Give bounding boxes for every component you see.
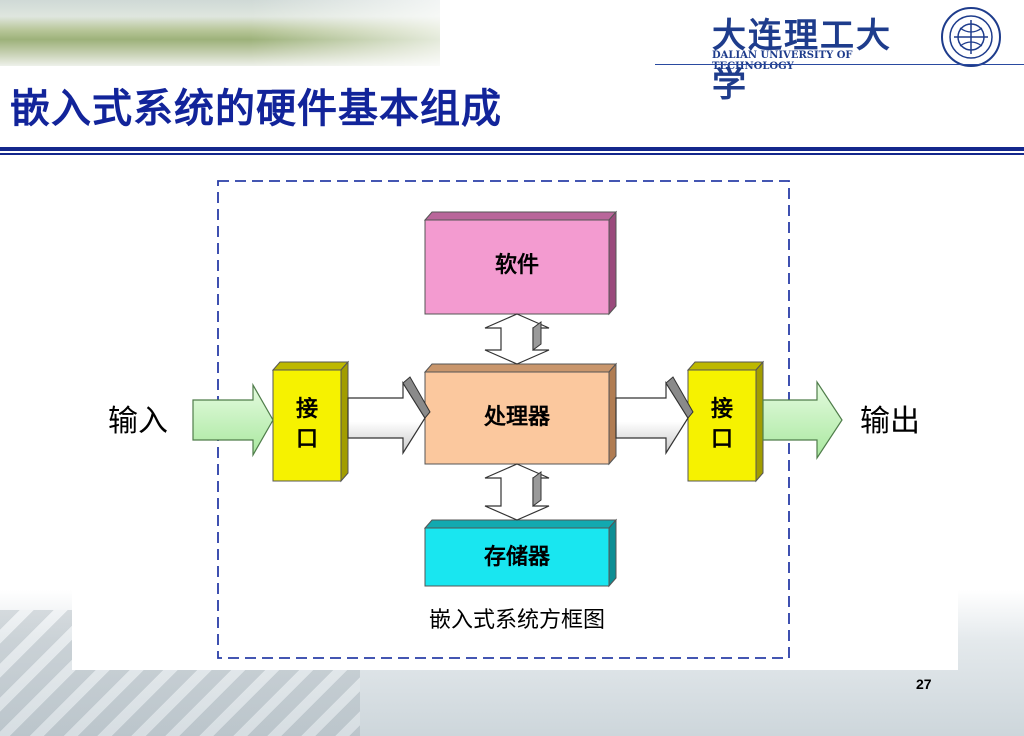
university-name-cn: 大连理工大学 bbox=[712, 16, 892, 105]
interface-left-char1: 接 bbox=[296, 396, 318, 422]
university-logo: 大连理工大学 DALIAN UNIVERSITY OF TECHNOLOGY bbox=[712, 6, 1002, 105]
interface-right-char1: 接 bbox=[711, 396, 733, 422]
interface-right-char2: 口 bbox=[711, 426, 733, 452]
title-rule-thin bbox=[0, 153, 1024, 155]
input-label: 输入 bbox=[108, 404, 168, 439]
interface-box-right: 接 口 bbox=[686, 360, 765, 483]
output-label: 输出 bbox=[860, 404, 920, 439]
interface-left-char2: 口 bbox=[296, 426, 318, 452]
header-divider bbox=[655, 64, 1024, 65]
input-arrow bbox=[192, 382, 274, 458]
page-number: 27 bbox=[916, 676, 932, 692]
university-name-en: DALIAN UNIVERSITY OF TECHNOLOGY bbox=[712, 50, 853, 72]
processor-storage-double-arrow bbox=[484, 463, 550, 521]
storage-label: 存储器 bbox=[484, 544, 551, 570]
software-box: 软件 bbox=[423, 210, 618, 316]
header-photo-fade bbox=[250, 0, 510, 66]
processor-to-interface-arrow bbox=[615, 376, 694, 456]
software-processor-double-arrow bbox=[484, 313, 550, 365]
slide-title: 嵌入式系统的硬件基本组成 bbox=[10, 86, 502, 132]
processor-box: 处理器 bbox=[423, 362, 618, 466]
interface-to-processor-arrow bbox=[347, 376, 431, 456]
university-emblem-icon bbox=[941, 7, 1001, 67]
software-label: 软件 bbox=[495, 252, 539, 278]
output-arrow bbox=[762, 379, 843, 461]
storage-box: 存储器 bbox=[423, 518, 618, 588]
interface-box-left: 接 口 bbox=[271, 360, 350, 483]
processor-label: 处理器 bbox=[483, 404, 551, 430]
title-rule-thick bbox=[0, 147, 1024, 151]
diagram-caption: 嵌入式系统方框图 bbox=[429, 608, 605, 633]
